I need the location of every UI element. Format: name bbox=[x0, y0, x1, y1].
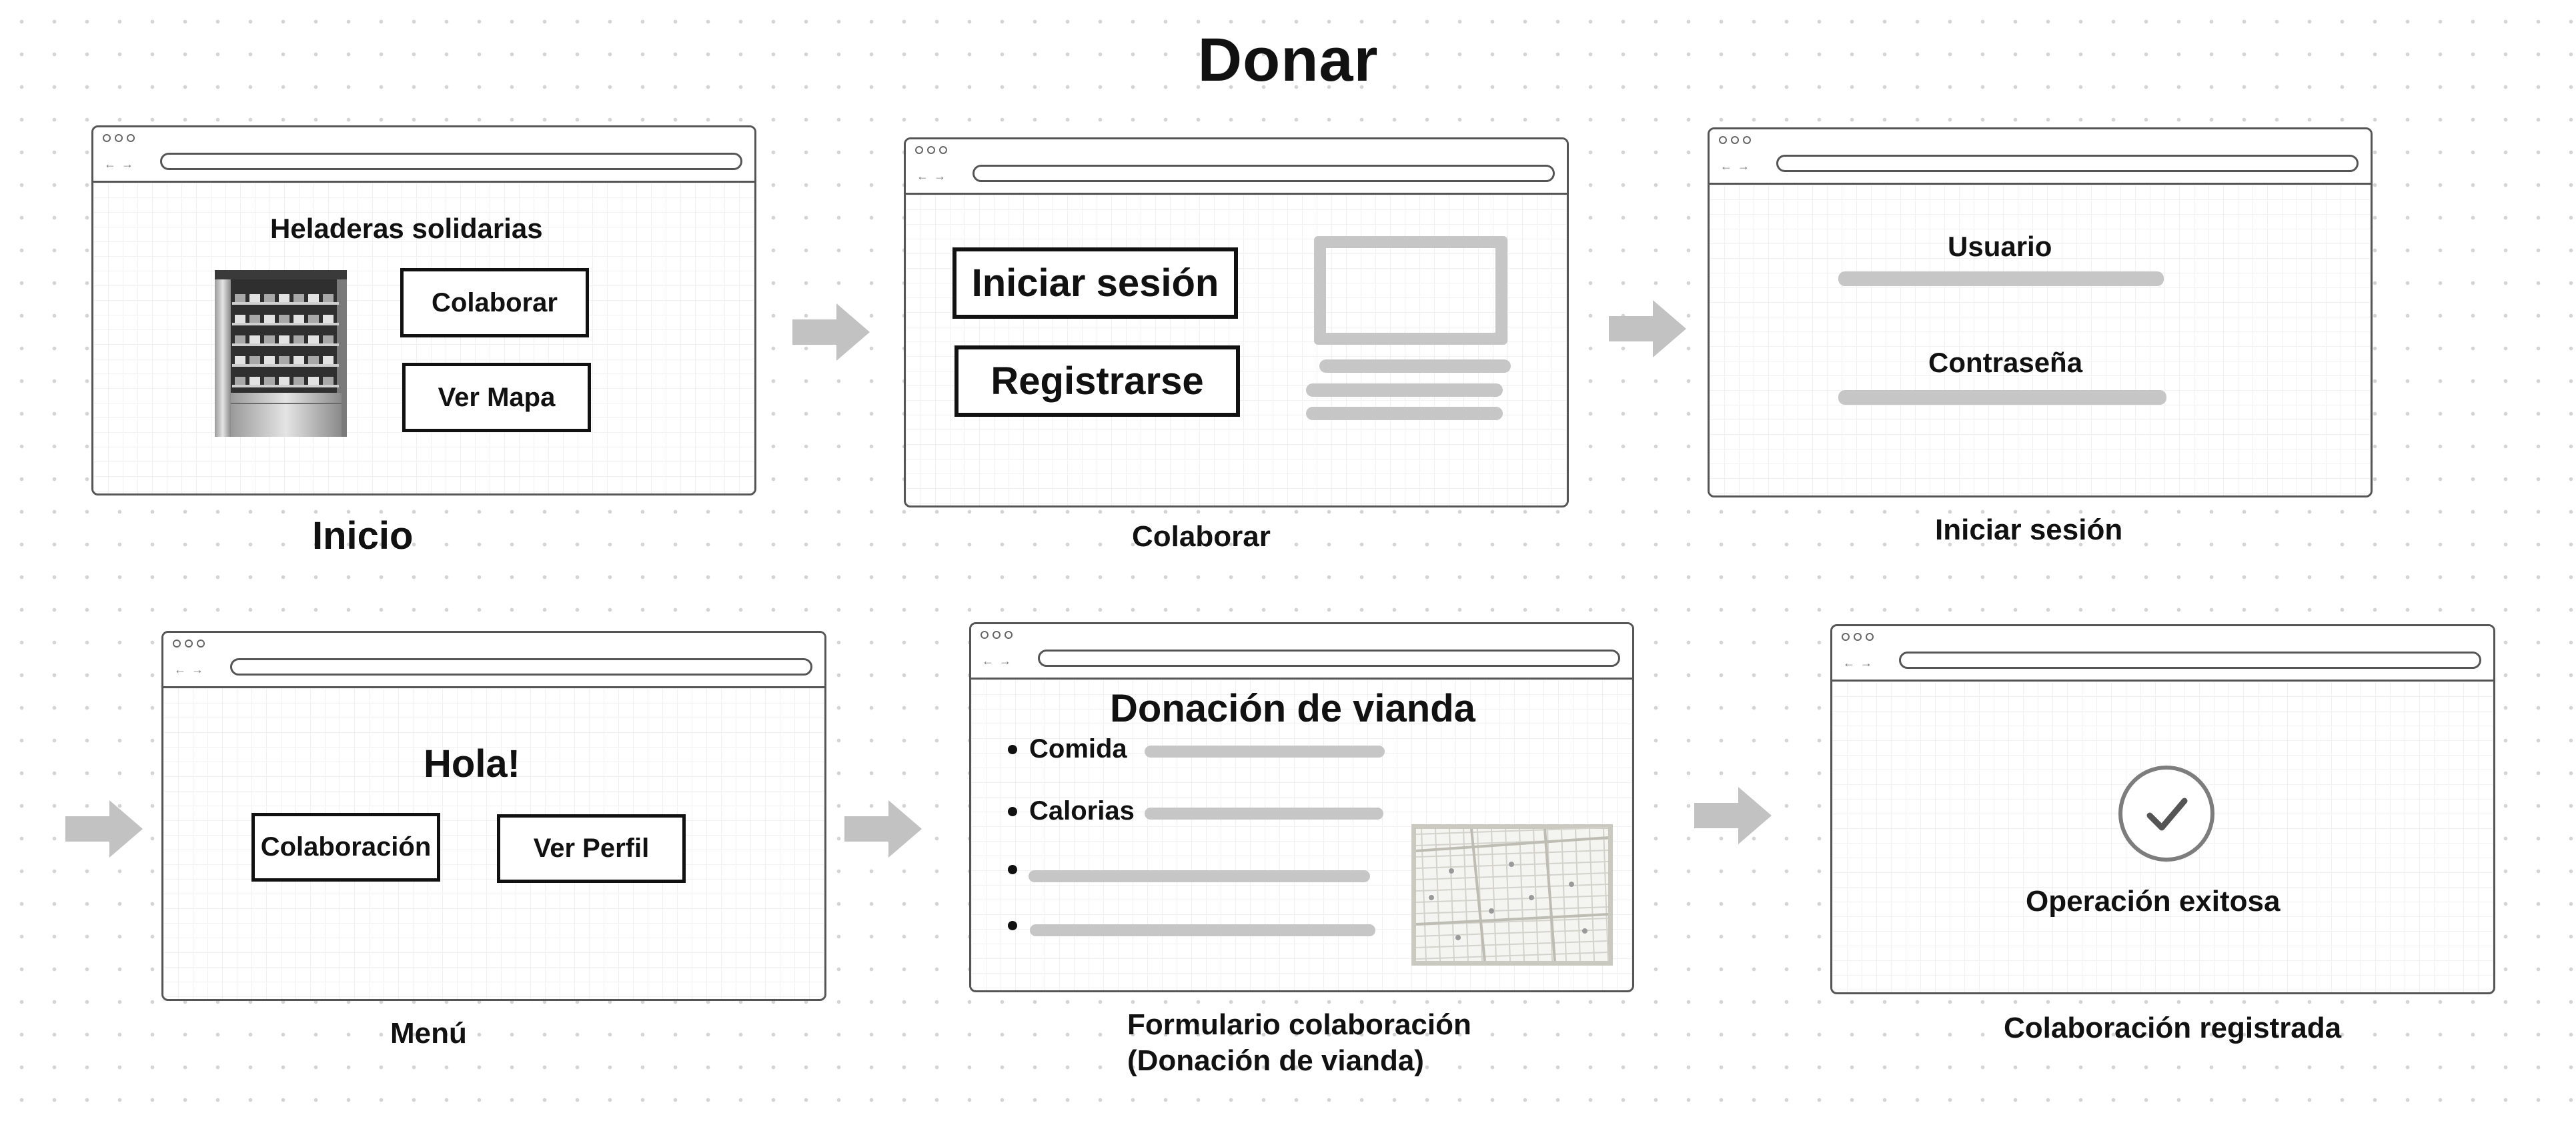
window-body: Operación exitosa bbox=[1832, 682, 2493, 992]
colaborar-button[interactable]: Colaborar bbox=[400, 268, 589, 337]
window-controls-icon bbox=[103, 134, 135, 142]
browser-bar: ←→ bbox=[1710, 129, 2371, 185]
window-controls-icon bbox=[1842, 633, 1874, 641]
caption-formulario-line1: Formulario colaboración bbox=[1127, 1008, 1471, 1041]
caption-menu: Menú bbox=[390, 1017, 467, 1050]
field-input[interactable] bbox=[1029, 870, 1370, 882]
arrow-right-icon bbox=[65, 800, 143, 858]
text-placeholder-line bbox=[1306, 407, 1503, 420]
field-input[interactable] bbox=[1030, 924, 1375, 936]
address-bar[interactable] bbox=[230, 658, 812, 676]
bullet bbox=[1008, 807, 1017, 816]
address-bar[interactable] bbox=[160, 153, 742, 170]
inicio-heading: Heladeras solidarias bbox=[270, 213, 543, 244]
formulario-heading: Donación de vianda bbox=[1110, 687, 1475, 730]
browser-bar: ←→ bbox=[1832, 626, 2493, 682]
text-placeholder-line bbox=[1306, 383, 1503, 397]
window-formulario: ←→ Donación de vianda Comida Calorias bbox=[969, 622, 1634, 992]
calorias-input[interactable] bbox=[1145, 808, 1383, 820]
bullet bbox=[1008, 921, 1017, 930]
registrarse-button[interactable]: Registrarse bbox=[954, 345, 1240, 417]
browser-bar: ←→ bbox=[971, 624, 1632, 680]
image-placeholder-icon bbox=[1314, 236, 1507, 345]
window-body: Donación de vianda Comida Calorias bbox=[971, 680, 1632, 990]
window-body: Iniciar sesión Registrarse bbox=[906, 195, 1567, 505]
window-colaborar: ←→ Iniciar sesión Registrarse bbox=[904, 137, 1569, 507]
fridge-image bbox=[215, 270, 347, 437]
caption-inicio: Inicio bbox=[312, 514, 414, 557]
window-registrada: ←→ Operación exitosa bbox=[1830, 624, 2495, 994]
comida-input[interactable] bbox=[1145, 746, 1385, 758]
window-body: Usuario Contraseña bbox=[1710, 185, 2371, 495]
nav-arrows-icon[interactable]: ←→ bbox=[104, 157, 139, 171]
browser-bar: ←→ bbox=[93, 127, 754, 183]
success-message: Operación exitosa bbox=[2026, 885, 2281, 918]
browser-bar: ←→ bbox=[163, 633, 824, 688]
ver-perfil-button[interactable]: Ver Perfil bbox=[497, 814, 686, 883]
usuario-input[interactable] bbox=[1838, 271, 2164, 286]
window-controls-icon bbox=[173, 640, 205, 648]
window-controls-icon bbox=[1719, 136, 1751, 144]
page-title: Donar bbox=[1197, 26, 1379, 94]
address-bar[interactable] bbox=[1776, 155, 2359, 172]
address-bar[interactable] bbox=[973, 165, 1555, 182]
window-body: Heladeras solidarias Colaborar Ver Mapa bbox=[93, 183, 754, 493]
arrow-right-icon bbox=[1609, 300, 1686, 357]
caption-formulario: Formulario colaboración (Donación de via… bbox=[1127, 1007, 1471, 1079]
caption-iniciar-sesion: Iniciar sesión bbox=[1935, 513, 2123, 546]
nav-arrows-icon[interactable]: ←→ bbox=[1843, 656, 1878, 670]
nav-arrows-icon[interactable]: ←→ bbox=[982, 654, 1017, 668]
window-controls-icon bbox=[981, 631, 1013, 639]
iniciar-sesion-button[interactable]: Iniciar sesión bbox=[952, 247, 1238, 319]
arrow-right-icon bbox=[1694, 787, 1772, 844]
check-circle-icon bbox=[2118, 766, 2214, 862]
contrasena-label: Contraseña bbox=[1928, 347, 2083, 378]
arrow-right-icon bbox=[844, 800, 922, 858]
text-placeholder-line bbox=[1319, 359, 1511, 373]
caption-colaborar: Colaborar bbox=[1132, 520, 1271, 553]
greeting: Hola! bbox=[424, 742, 520, 786]
window-body: Hola! Colaboración Ver Perfil bbox=[163, 688, 824, 999]
bullet bbox=[1008, 865, 1017, 874]
bullet bbox=[1008, 745, 1017, 754]
caption-registrada: Colaboración registrada bbox=[2004, 1012, 2342, 1044]
arrow-right-icon bbox=[792, 303, 870, 361]
window-iniciar-sesion: ←→ Usuario Contraseña bbox=[1708, 127, 2373, 497]
address-bar[interactable] bbox=[1899, 652, 2481, 669]
contrasena-input[interactable] bbox=[1838, 390, 2166, 405]
window-inicio: ←→ Heladeras solidarias Colaborar Ver Ma… bbox=[91, 125, 756, 495]
colaboracion-button[interactable]: Colaboración bbox=[251, 813, 440, 882]
browser-bar: ←→ bbox=[906, 139, 1567, 195]
comida-label: Comida bbox=[1029, 734, 1127, 764]
window-menu: ←→ Hola! Colaboración Ver Perfil bbox=[161, 631, 826, 1001]
nav-arrows-icon[interactable]: ←→ bbox=[916, 169, 951, 183]
fridge-shelves bbox=[232, 294, 339, 387]
window-controls-icon bbox=[915, 146, 947, 154]
caption-formulario-line2: (Donación de vianda) bbox=[1127, 1044, 1424, 1077]
usuario-label: Usuario bbox=[1948, 231, 2052, 262]
ver-mapa-button[interactable]: Ver Mapa bbox=[402, 363, 591, 432]
map-streets bbox=[1415, 827, 1609, 962]
nav-arrows-icon[interactable]: ←→ bbox=[1720, 159, 1755, 173]
map-thumbnail[interactable] bbox=[1411, 824, 1613, 966]
nav-arrows-icon[interactable]: ←→ bbox=[174, 663, 209, 676]
calorias-label: Calorias bbox=[1029, 796, 1135, 826]
address-bar[interactable] bbox=[1038, 650, 1620, 667]
